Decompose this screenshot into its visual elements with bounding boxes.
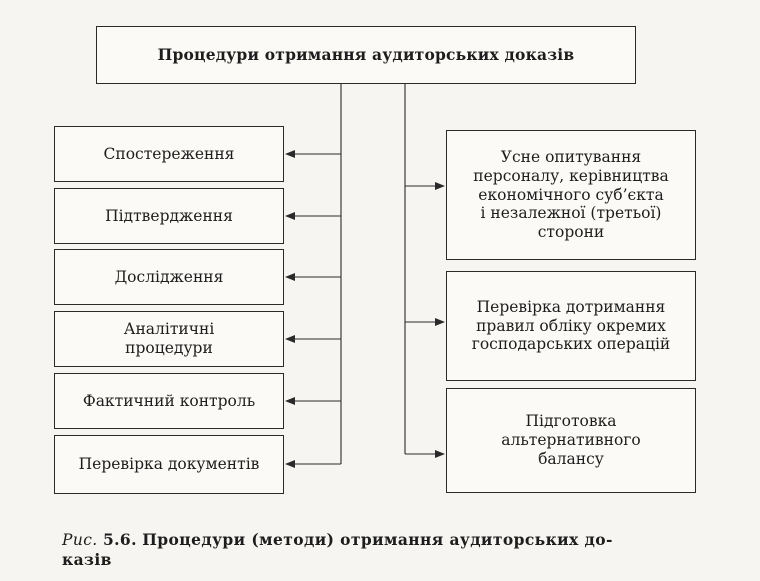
node-confirmation: Підтвердження xyxy=(54,188,284,244)
node-oral-inquiry: Усне опитування персоналу, керівництва е… xyxy=(446,130,696,260)
node-alternative-balance: Підготовка альтернативного балансу xyxy=(446,388,696,493)
figure-label: Рис. xyxy=(62,531,98,549)
node-observation: Спостереження xyxy=(54,126,284,182)
figure-caption: Рис. 5.6. Процедури (методи) отримання а… xyxy=(62,530,712,570)
node-compliance-check: Перевірка дотримання правил обліку окрем… xyxy=(446,271,696,381)
node-document-check: Перевірка документів xyxy=(54,435,284,494)
root-node: Процедури отримання аудиторських доказів xyxy=(96,26,636,84)
node-physical-control: Фактичний контроль xyxy=(54,373,284,429)
figure-number: 5.6. xyxy=(102,530,137,549)
node-research: Дослідження xyxy=(54,249,284,305)
node-analytical-procedures: Аналітичні процедури xyxy=(54,311,284,367)
figure-title: Процедури (методи) отримання аудиторськи… xyxy=(62,530,613,570)
